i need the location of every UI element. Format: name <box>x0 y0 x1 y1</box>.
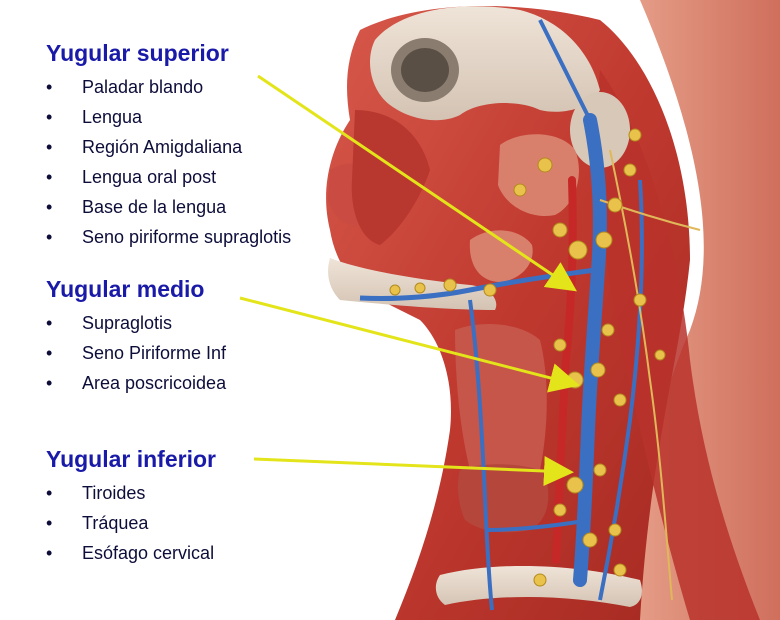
bullet-list: Supraglotis Seno Piriforme Inf Area posc… <box>46 308 226 398</box>
list-item: Area poscricoidea <box>46 368 226 398</box>
thyroid <box>457 464 549 533</box>
list-item: Seno piriforme supraglotis <box>46 222 291 252</box>
group-heading: Yugular inferior <box>46 446 216 472</box>
list-item: Esófago cervical <box>46 538 216 568</box>
group-heading: Yugular superior <box>46 40 229 66</box>
list-item: Lengua <box>46 102 291 132</box>
transverse-vein <box>485 518 591 532</box>
list-item: Lengua oral post <box>46 162 291 192</box>
group-heading: Yugular medio <box>46 276 205 302</box>
list-item: Región Amigdaliana <box>46 132 291 162</box>
eye-orbit-inner <box>401 48 449 92</box>
group-yugular-superior: Yugular superior Paladar blando Lengua R… <box>46 40 291 252</box>
group-yugular-inferior: Yugular inferior Tiroides Tráquea Esófag… <box>46 446 216 568</box>
nerve <box>609 149 673 601</box>
scalp-vein <box>538 19 592 121</box>
bullet-list: Paladar blando Lengua Región Amigdaliana… <box>46 72 291 252</box>
list-item: Tráquea <box>46 508 216 538</box>
bullet-list: Tiroides Tráquea Esófago cervical <box>46 478 216 568</box>
group-yugular-medio: Yugular medio Supraglotis Seno Piriforme… <box>46 276 226 398</box>
sternocleidomastoid-muscle <box>596 70 760 620</box>
internal-jugular-vein <box>573 113 607 587</box>
external-jugular-vein <box>598 179 644 601</box>
list-item: Base de la lengua <box>46 192 291 222</box>
list-item: Supraglotis <box>46 308 226 338</box>
list-item: Seno Piriforme Inf <box>46 338 226 368</box>
list-item: Paladar blando <box>46 72 291 102</box>
list-item: Tiroides <box>46 478 216 508</box>
larynx <box>455 324 547 479</box>
